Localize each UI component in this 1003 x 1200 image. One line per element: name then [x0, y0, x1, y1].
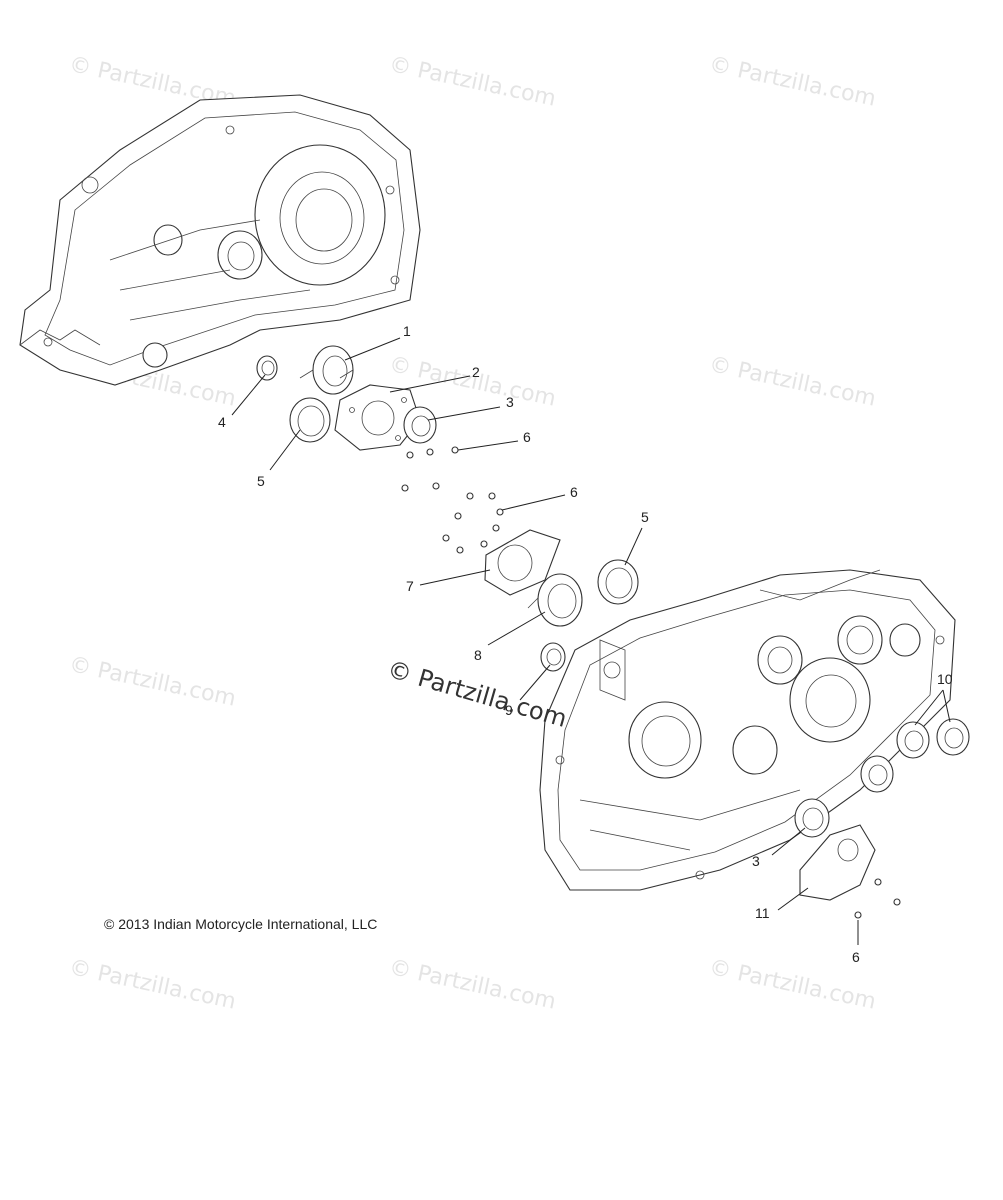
crankcase-left-half	[19, 94, 421, 386]
seal-5a	[289, 397, 331, 443]
callout-11: 11	[755, 905, 770, 921]
callout-6: 6	[852, 949, 860, 965]
callout-4: 4	[218, 414, 226, 430]
copyright-notice: © 2013 Indian Motorcycle International, …	[104, 916, 378, 932]
gasket-plate-7	[484, 529, 561, 596]
bearing-8	[527, 573, 583, 627]
screws-6	[401, 446, 504, 554]
callout-6: 6	[570, 484, 578, 500]
callout-5: 5	[257, 473, 265, 489]
callout-9: 9	[505, 702, 513, 718]
bearing-1	[299, 345, 354, 395]
seal-9	[540, 642, 566, 672]
screws-6b	[854, 878, 901, 919]
seal-4	[256, 355, 278, 381]
callout-7: 7	[406, 578, 414, 594]
bearings-10	[860, 718, 970, 793]
callout-2: 2	[472, 364, 480, 380]
bearing-3b	[794, 798, 830, 838]
callout-1: 1	[403, 323, 411, 339]
callout-3: 3	[752, 853, 760, 869]
callout-5: 5	[641, 509, 649, 525]
callout-6: 6	[523, 429, 531, 445]
seal-5b	[597, 559, 639, 605]
callout-10: 10	[937, 671, 953, 687]
cover-11	[799, 824, 876, 901]
leader-lines	[231, 337, 951, 945]
retainer-plate-2	[334, 384, 421, 451]
bearing-3a	[403, 406, 437, 444]
crankcase-right-half	[539, 569, 956, 891]
callout-8: 8	[474, 647, 482, 663]
callout-3: 3	[506, 394, 514, 410]
